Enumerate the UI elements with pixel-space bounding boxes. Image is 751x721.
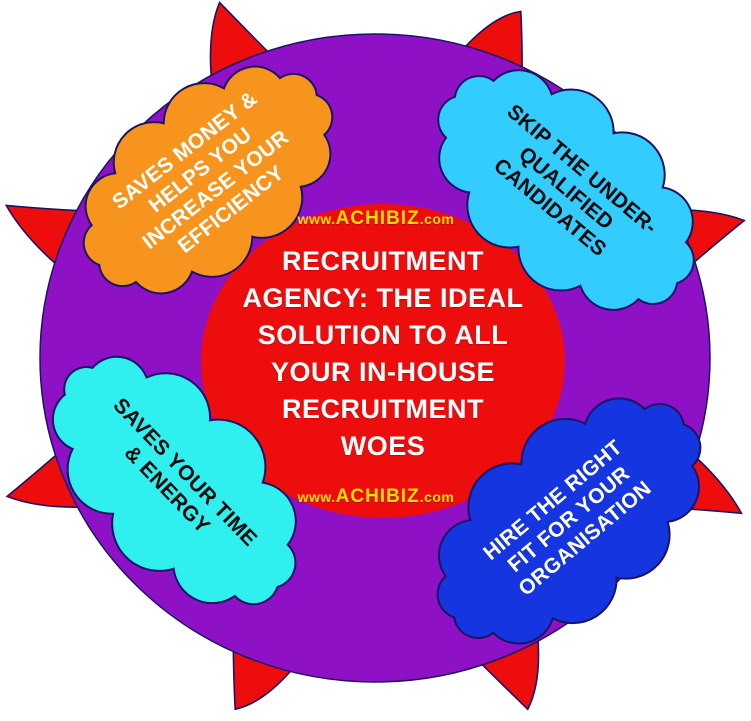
center-title-line: YOUR IN-HOUSE — [270, 357, 496, 387]
site-url-prefix: www. — [297, 489, 336, 505]
center-title: RECRUITMENT AGENCY: THE IDEAL SOLUTION T… — [193, 243, 573, 465]
site-url-top: www.ACHIBIZ.com — [226, 208, 526, 230]
center-title-line: WOES — [340, 431, 426, 461]
center-title-line: RECRUITMENT — [282, 394, 484, 424]
center-title-line: AGENCY: THE IDEAL — [242, 283, 524, 313]
cloud-hire-right-fit-shape — [436, 397, 702, 645]
center-title-line: RECRUITMENT — [282, 246, 484, 276]
center-title-line: SOLUTION TO ALL — [257, 320, 509, 350]
site-url-brand: ACHIBIZ — [335, 208, 420, 229]
cloud-skip-underqualified-shape — [437, 69, 695, 311]
site-url-brand: ACHIBIZ — [335, 486, 420, 507]
site-url-prefix: www. — [297, 211, 336, 227]
cloud-saves-money-shape — [82, 65, 334, 295]
site-url-suffix: .com — [419, 211, 455, 227]
center-disc — [201, 204, 565, 518]
site-url-bottom: www.ACHIBIZ.com — [226, 486, 526, 508]
cloud-saves-time-shape — [51, 355, 297, 606]
site-url-suffix: .com — [419, 489, 455, 505]
